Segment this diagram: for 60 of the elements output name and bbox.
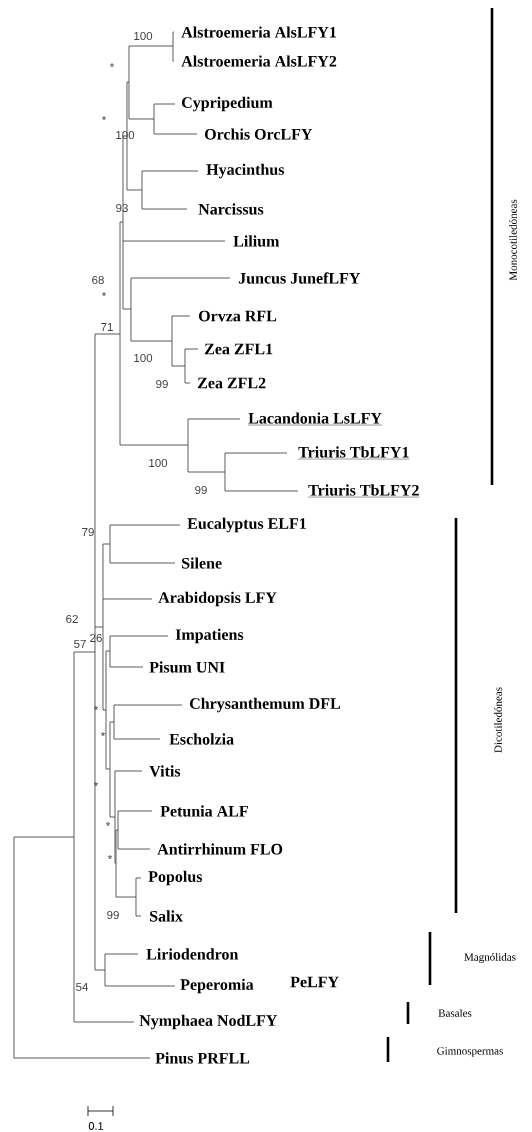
taxon-label: Arabidopsis LFY bbox=[158, 591, 277, 607]
bootstrap-value: * bbox=[101, 292, 107, 297]
bootstrap-value: * bbox=[105, 822, 111, 827]
bootstrap-value: * bbox=[93, 706, 99, 711]
taxon-label: Orchis OrcLFY bbox=[205, 128, 313, 140]
taxon-label: Eucalyptus ELF1 bbox=[187, 517, 306, 533]
bootstrap-value: 62 bbox=[66, 614, 78, 624]
taxon-label: Triuris TbLFY2 bbox=[308, 484, 420, 498]
taxon-label: Popolus bbox=[148, 870, 203, 886]
taxon-label: Pinus PRFLL bbox=[155, 1052, 250, 1064]
taxon-label: Liriodendron bbox=[146, 948, 239, 960]
taxon-label: Narcissus bbox=[198, 203, 264, 215]
clade-label: Dicotiledóneas bbox=[494, 687, 502, 753]
bootstrap-value: 93 bbox=[116, 203, 128, 213]
taxon-label: Petunia ALF bbox=[160, 805, 248, 817]
clade-label: Monocotiledóneas bbox=[509, 199, 517, 281]
taxon-label: Vitis bbox=[149, 765, 181, 777]
taxon-label: Alstroemeria AlsLFY1 bbox=[181, 26, 336, 38]
taxon-label: Salix bbox=[150, 910, 183, 922]
bootstrap-value: * bbox=[93, 782, 99, 787]
taxon-label: Peperomia bbox=[180, 978, 254, 994]
taxon-label: Zea ZFL1 bbox=[204, 343, 273, 355]
bootstrap-value: * bbox=[109, 63, 115, 68]
bootstrap-value: * bbox=[107, 855, 113, 860]
bootstrap-value: 79 bbox=[82, 527, 94, 537]
bootstrap-value: * bbox=[100, 732, 106, 737]
bootstrap-value: 100 bbox=[134, 353, 153, 363]
taxon-label: Chrysanthemum DFL bbox=[190, 697, 341, 713]
bootstrap-value: * bbox=[101, 116, 107, 121]
bootstrap-value: 54 bbox=[76, 983, 89, 991]
taxon-label: Antirrhinum FLO bbox=[157, 843, 283, 855]
bootstrap-value: 99 bbox=[195, 485, 207, 495]
bootstrap-value: 100 bbox=[149, 458, 168, 468]
bootstrap-value: 100 bbox=[134, 31, 153, 41]
taxon-label: Pisum UNI bbox=[149, 661, 225, 673]
clade-label: Basales bbox=[438, 1009, 472, 1017]
bootstrap-value: 57 bbox=[74, 640, 86, 648]
taxon-label: Zea ZFL2 bbox=[197, 377, 266, 389]
bootstrap-value: 71 bbox=[101, 323, 113, 331]
taxon-label: Lacandonia LsLFY bbox=[248, 412, 383, 426]
taxon-label: Triuris TbLFY1 bbox=[298, 446, 410, 460]
bootstrap-value: 26 bbox=[90, 633, 102, 643]
taxon-label: PeLFY bbox=[290, 976, 339, 988]
taxon-label: Lilium bbox=[233, 235, 280, 247]
taxon-label: Escholzia bbox=[169, 733, 234, 745]
taxon-label: Nymphaea NodLFY bbox=[139, 1014, 278, 1030]
bootstrap-value: 68 bbox=[92, 275, 104, 285]
taxon-label: Orvza RFL bbox=[199, 310, 277, 322]
scale-label: 0.1 bbox=[88, 1122, 104, 1130]
bootstrap-value: 99 bbox=[107, 910, 119, 920]
taxon-label: Impatiens bbox=[175, 628, 244, 644]
clade-label: Magnólidas bbox=[464, 953, 516, 963]
taxon-label: Hyacinthus bbox=[206, 163, 285, 179]
clade-label: Gimnospermas bbox=[437, 1047, 503, 1057]
bootstrap-value: 99 bbox=[156, 379, 168, 389]
taxon-label: Silene bbox=[182, 557, 222, 569]
taxon-label: Juncus JunefLFY bbox=[238, 272, 361, 284]
taxon-label: Cypripedium bbox=[182, 96, 273, 112]
bootstrap-value: 100 bbox=[116, 130, 135, 140]
taxon-label: Alstroemeria AlsLFY2 bbox=[181, 55, 337, 67]
